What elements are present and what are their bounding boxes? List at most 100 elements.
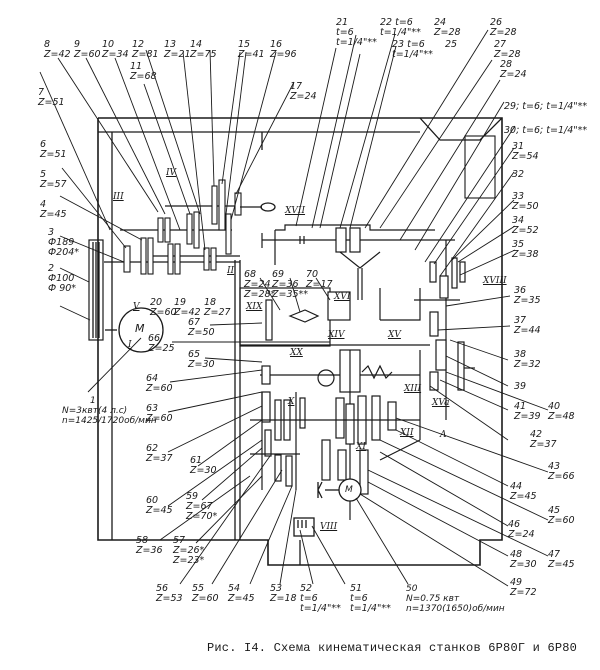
feed-motor-symbol: M [345, 485, 353, 495]
part-spec: Z=45 [548, 559, 575, 570]
part-spec: Z=66 [548, 471, 575, 482]
shaft-label-XVI: XVI [334, 292, 351, 302]
part-number: 63 [146, 403, 159, 414]
part-spec: Ф 90* [48, 283, 77, 294]
part-number: 47 [548, 549, 561, 560]
part-spec: Z=32 [514, 359, 541, 370]
main-motor-power: N=3квт(4 л.с) [62, 406, 128, 416]
figure-caption: Рис. I4. Схема кинематическая станков 6Р… [207, 641, 578, 655]
part-number: 27 [494, 39, 507, 50]
part-spec: Ф189 [48, 237, 75, 248]
part-number: 69 [272, 269, 285, 280]
part-number: 65 [188, 349, 201, 360]
part-spec: Z=24 [244, 279, 271, 290]
part-label-32: 32 [512, 170, 524, 180]
part-spec: Z=28* [244, 289, 276, 300]
part-number: 11 [130, 61, 143, 72]
part-number: 57 [173, 535, 186, 546]
part-number: 66 [148, 333, 161, 344]
part-spec: Z=60 [548, 515, 575, 526]
part-spec: Z=51 [40, 149, 67, 160]
lever-handle [240, 202, 276, 212]
shaft-label-IV: IV [166, 168, 177, 178]
leader-lines [39, 29, 549, 587]
part-number: 13 [164, 39, 177, 50]
part-number: 60 [146, 495, 159, 506]
part-spec: Z=34 [102, 49, 129, 60]
part-number: 56 [156, 583, 169, 594]
part-number: 52 [300, 583, 313, 594]
main-motor-symbol: M [135, 322, 145, 335]
part-spec: Z=24 [508, 529, 535, 540]
part-spec: Z=30 [510, 559, 537, 570]
right-gear-train [379, 240, 475, 461]
part-number: 10 [102, 39, 115, 50]
part-spec: Z=37 [146, 453, 173, 464]
part-number: 30; t=6; t=1/4"** [504, 125, 588, 136]
main-motor-label: 1 N=3квт(4 л.с) n=1425/1720об/мин [62, 396, 157, 426]
part-spec: Ф204* [48, 247, 80, 258]
part-spec: Z=72 [510, 587, 537, 598]
part-number: 49 [510, 577, 523, 588]
part-spec: t=1/4"** [380, 27, 421, 38]
part-number: 46 [508, 519, 521, 530]
shaft-label-I: I [128, 340, 132, 350]
part-spec: Z=60 [74, 49, 101, 60]
part-number: 17 [290, 81, 303, 92]
part-number: 61 [190, 455, 203, 466]
part-spec: t=6 [300, 593, 318, 604]
milling-head [239, 287, 460, 347]
part-spec: Z=53 [156, 593, 183, 604]
part-spec: Z=25 [148, 343, 175, 354]
part-spec: Z=44 [514, 325, 541, 336]
part-spec: t=1/4"** [392, 49, 433, 60]
part-spec: Z=60 [150, 307, 177, 318]
part-number: 54 [228, 583, 241, 594]
part-spec: Z=18 [270, 593, 297, 604]
part-spec: Z=50 [512, 201, 539, 212]
shaft-label-XVII: XVII [285, 206, 306, 216]
part-number: 41 [514, 401, 527, 412]
shaft-label-III: III [113, 192, 124, 202]
part-number: 4 [40, 199, 47, 210]
shaft-label-VIII: VIII [320, 522, 338, 532]
part-number: 2 [48, 263, 55, 274]
part-spec: Z=75 [190, 49, 217, 60]
part-spec: Z=37 [530, 439, 557, 450]
part-label-39: 39 [514, 382, 526, 392]
part-label-25: 25 [445, 40, 457, 50]
part-spec: Z=30 [190, 465, 217, 476]
part-spec: Z=28 [434, 27, 461, 38]
part-number: 20 [150, 297, 163, 308]
part-spec: t=6 [336, 27, 354, 38]
